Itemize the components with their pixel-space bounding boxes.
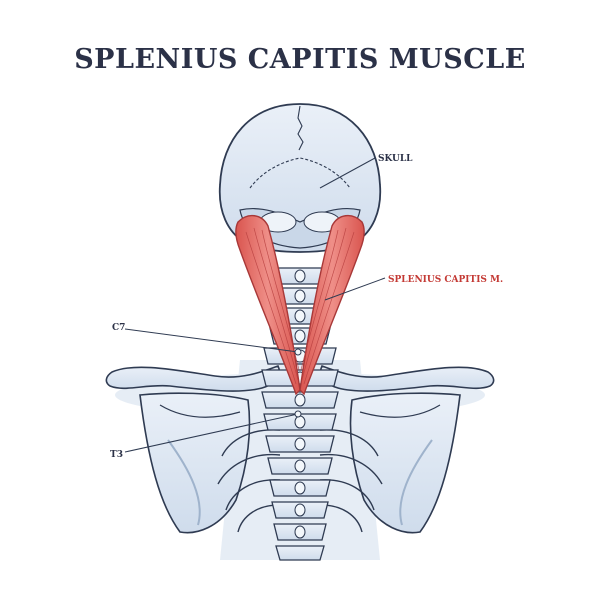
left-scapula (139, 392, 251, 534)
diagram-title: SPLENIUS CAPITIS MUSCLE (74, 44, 526, 75)
right-clavicle (320, 364, 495, 392)
left-clavicle (105, 364, 280, 392)
label-points (294, 348, 302, 418)
skull (218, 103, 382, 253)
spinous-processes (293, 269, 307, 539)
right-scapula (349, 392, 461, 534)
label-c7: C7 (112, 323, 125, 333)
label-leader-lines (124, 157, 386, 453)
label-t3: T3 (110, 450, 123, 460)
label-splenius-capitis: SPLENIUS CAPITIS M. (388, 275, 503, 285)
splenius-capitis-muscles (235, 215, 365, 396)
label-skull: SKULL (378, 154, 413, 164)
